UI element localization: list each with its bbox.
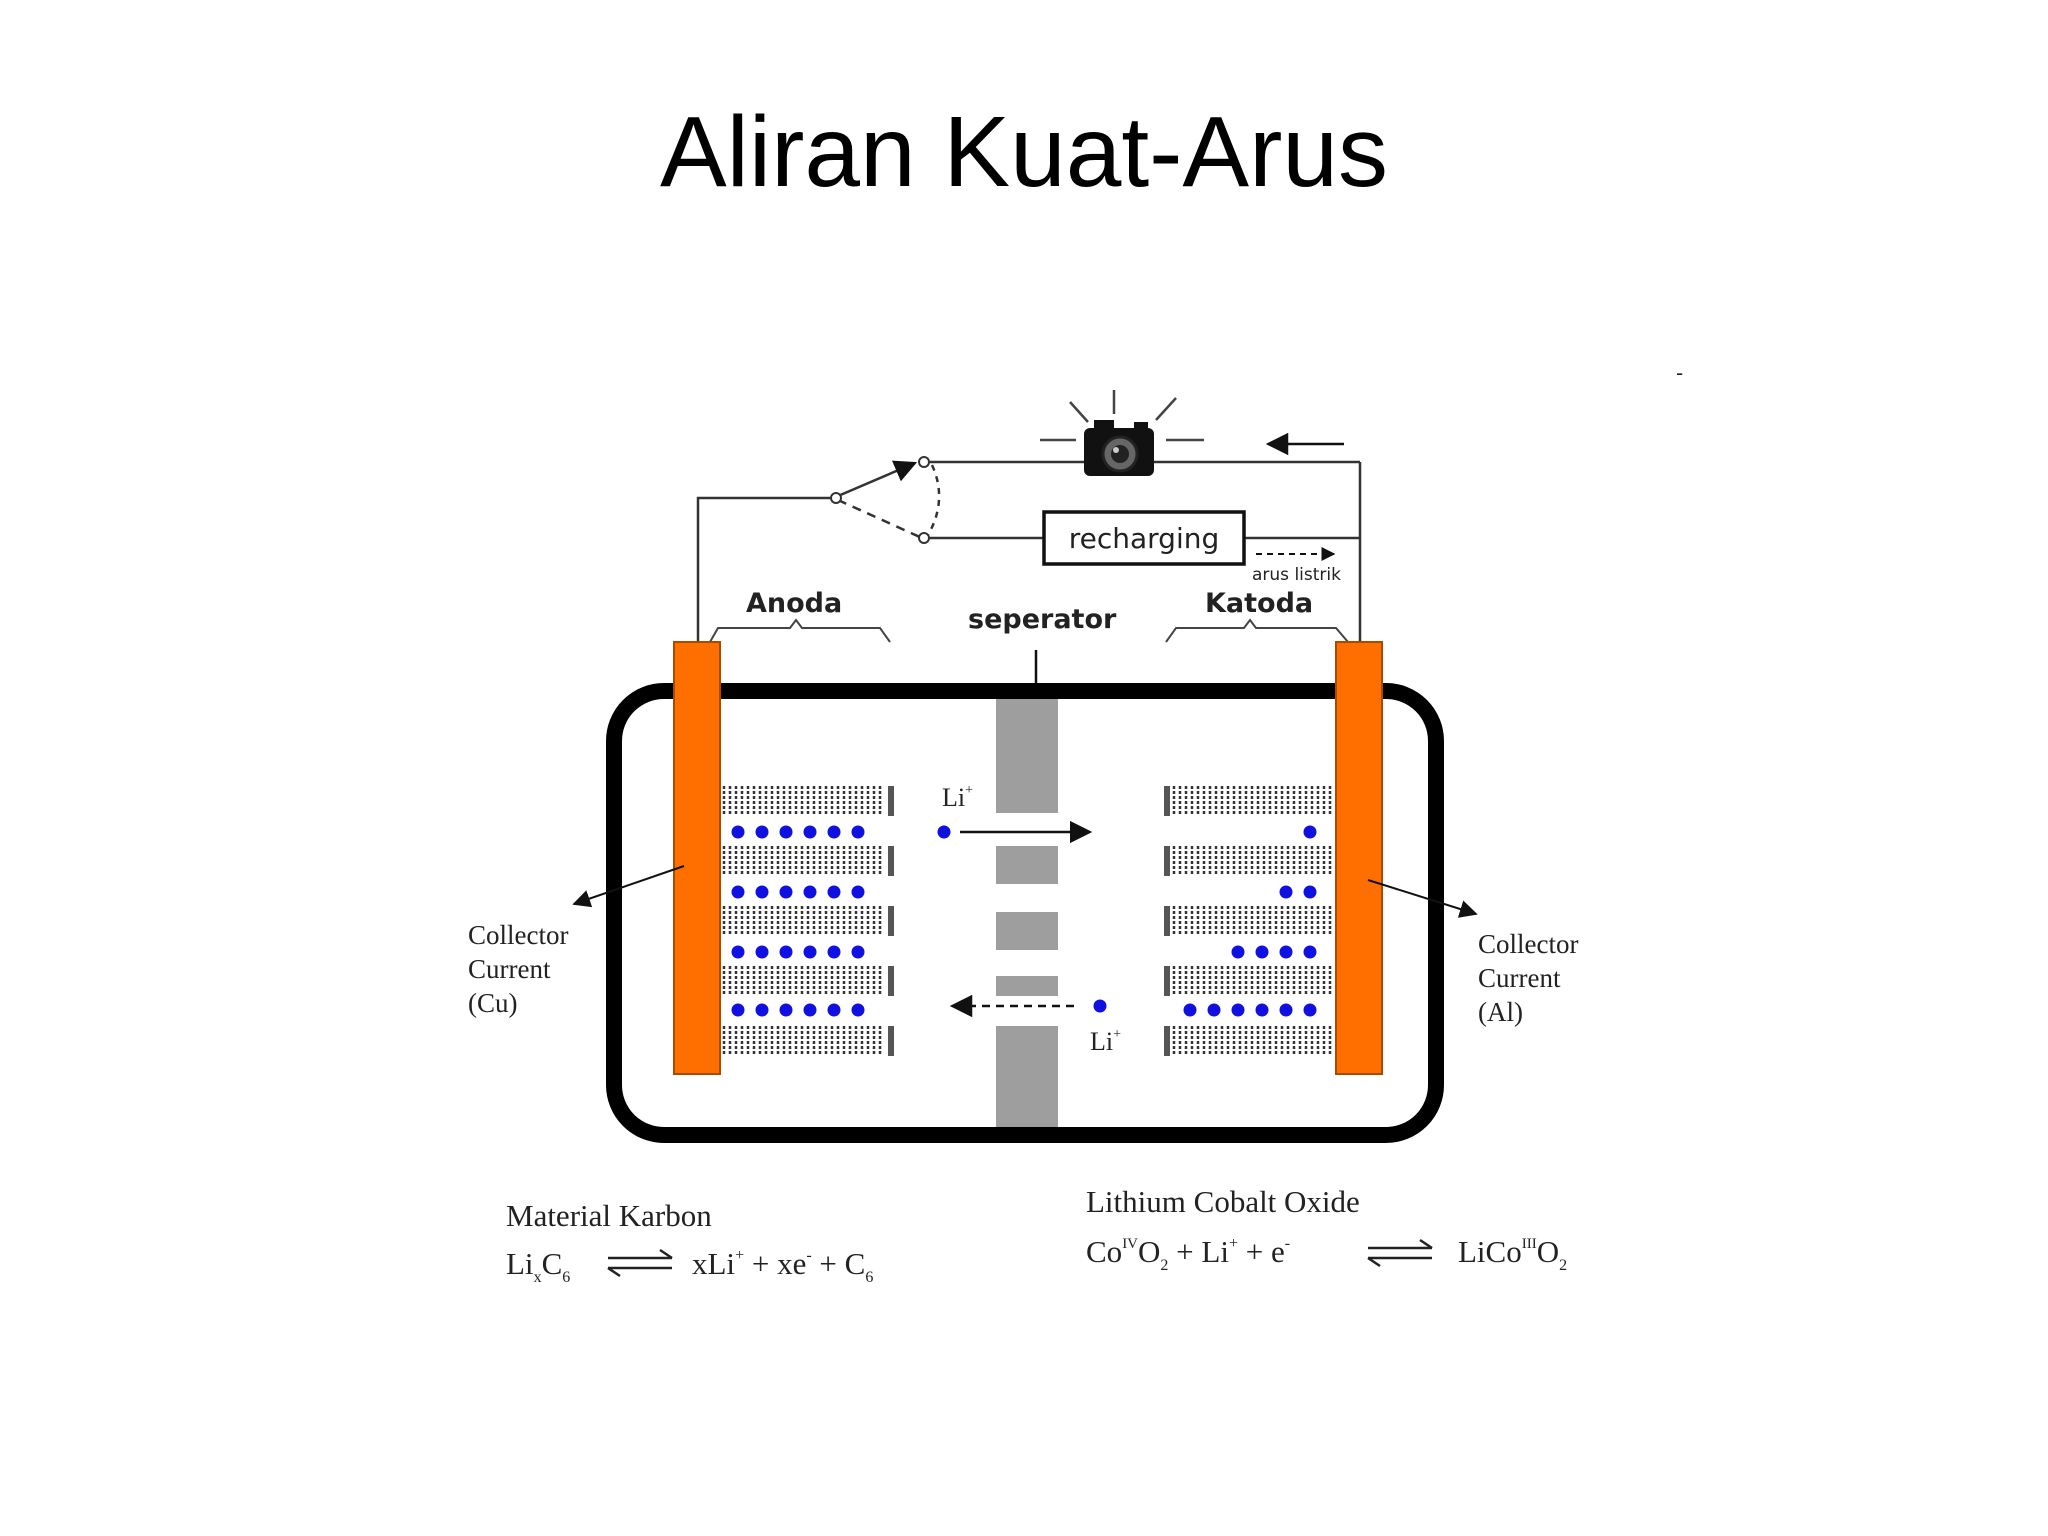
anoda-label: Anoda bbox=[746, 588, 842, 619]
electrode-layer bbox=[722, 846, 894, 876]
switch-arc bbox=[926, 464, 941, 536]
svg-text:xLi+ + xe- + C6: xLi+ + xe- + C6 bbox=[692, 1246, 873, 1286]
electrode-layer bbox=[722, 966, 894, 996]
lithium-ion bbox=[827, 1003, 841, 1017]
svg-text:LiCoIIIO2: LiCoIIIO2 bbox=[1458, 1234, 1567, 1274]
switch-pivot bbox=[830, 492, 842, 504]
lithium-ion bbox=[937, 825, 951, 839]
anode-equation: LixC6 xLi+ + xe- + C6 bbox=[506, 1246, 873, 1286]
electrode-layer bbox=[722, 1026, 894, 1056]
lithium-ion bbox=[803, 945, 817, 959]
anode-wire bbox=[696, 496, 834, 646]
lithium-ion bbox=[731, 1003, 745, 1017]
lithium-ion bbox=[803, 1003, 817, 1017]
lithium-ion bbox=[1255, 1003, 1269, 1017]
lithium-ion bbox=[755, 945, 769, 959]
lithium-ion bbox=[803, 825, 817, 839]
lithium-ion bbox=[779, 945, 793, 959]
lithium-ion bbox=[1303, 825, 1317, 839]
switch-arm bbox=[837, 460, 918, 498]
svg-text:LixC6: LixC6 bbox=[506, 1246, 570, 1286]
electrode-layer bbox=[722, 906, 894, 936]
separator bbox=[996, 699, 1058, 1127]
recharging-label: recharging bbox=[1069, 522, 1220, 555]
lithium-ion bbox=[755, 1003, 769, 1017]
li-ion-label-bottom: Li+ bbox=[1090, 1027, 1121, 1056]
lithium-ion bbox=[1255, 945, 1269, 959]
lithium-ion bbox=[731, 945, 745, 959]
cathode-equation: CoIVO2 + Li+ + e- LiCoIIIO2 bbox=[1086, 1234, 1567, 1274]
electrode-layer bbox=[1164, 846, 1332, 876]
lithium-ion bbox=[1231, 1003, 1245, 1017]
switch-alt-path bbox=[837, 498, 923, 540]
lithium-ion bbox=[851, 885, 865, 899]
collector-left-pointer bbox=[572, 865, 685, 908]
anode-layers bbox=[722, 786, 894, 1056]
lithium-ions bbox=[731, 825, 1317, 1017]
slide-title: Aliran Kuat-Arus bbox=[659, 96, 1389, 208]
recharging-box bbox=[1042, 510, 1246, 566]
seperator-label: seperator bbox=[968, 604, 1117, 635]
camera-flash-icon bbox=[1040, 390, 1204, 476]
lithium-ion bbox=[1279, 885, 1293, 899]
lithium-ion bbox=[1279, 1003, 1293, 1017]
katoda-brace bbox=[1165, 618, 1349, 643]
lithium-ion bbox=[803, 885, 817, 899]
lithium-ion bbox=[1279, 945, 1293, 959]
switch-contact-top bbox=[918, 456, 930, 468]
lithium-ion bbox=[731, 825, 745, 839]
anode-material-title: Material Karbon bbox=[506, 1198, 712, 1233]
collector-right-label: Collector Current (Al) bbox=[1478, 929, 1585, 1027]
lithium-ion bbox=[827, 885, 841, 899]
electrode-layer bbox=[722, 786, 894, 816]
lithium-ion bbox=[779, 825, 793, 839]
lithium-ion bbox=[755, 825, 769, 839]
lithium-ion bbox=[827, 825, 841, 839]
lithium-ion bbox=[1231, 945, 1245, 959]
electrode-layer bbox=[1164, 966, 1332, 996]
lithium-ion bbox=[779, 885, 793, 899]
lithium-ion bbox=[1303, 885, 1317, 899]
cathode-material-title: Lithium Cobalt Oxide bbox=[1086, 1184, 1360, 1219]
collector-right-pointer bbox=[1367, 879, 1478, 918]
lithium-ion bbox=[851, 1003, 865, 1017]
cathode-layers bbox=[1164, 786, 1332, 1056]
lithium-ion bbox=[1093, 999, 1107, 1013]
electrode-layer bbox=[1164, 786, 1332, 816]
stray-mark: - bbox=[1676, 361, 1683, 385]
lithium-ion bbox=[1207, 1003, 1221, 1017]
collector-current-cu bbox=[673, 641, 721, 1075]
lithium-ion bbox=[1303, 1003, 1317, 1017]
lithium-ion bbox=[755, 885, 769, 899]
electrode-layer bbox=[1164, 906, 1332, 936]
collector-current-al bbox=[1335, 641, 1383, 1075]
equilibrium-arrow-icon bbox=[1367, 1238, 1433, 1268]
electrode-layer bbox=[1164, 1026, 1332, 1056]
arus-listrik-label: arus listrik bbox=[1252, 565, 1341, 585]
lithium-ion bbox=[851, 945, 865, 959]
equilibrium-arrow-icon bbox=[607, 1248, 673, 1278]
svg-text:CoIVO2 + Li+ + e-: CoIVO2 + Li+ + e- bbox=[1086, 1234, 1290, 1274]
lithium-ion bbox=[779, 1003, 793, 1017]
li-ion-label-top: Li+ bbox=[942, 783, 973, 812]
lithium-ion bbox=[1303, 945, 1317, 959]
lithium-ion bbox=[827, 945, 841, 959]
anoda-brace bbox=[709, 618, 891, 643]
switch-contact-bottom bbox=[918, 532, 930, 544]
katoda-label: Katoda bbox=[1205, 588, 1313, 619]
collector-left-label: Collector Current (Cu) bbox=[468, 920, 575, 1018]
lithium-ion bbox=[851, 825, 865, 839]
lithium-ion bbox=[731, 885, 745, 899]
lithium-ion bbox=[1183, 1003, 1197, 1017]
